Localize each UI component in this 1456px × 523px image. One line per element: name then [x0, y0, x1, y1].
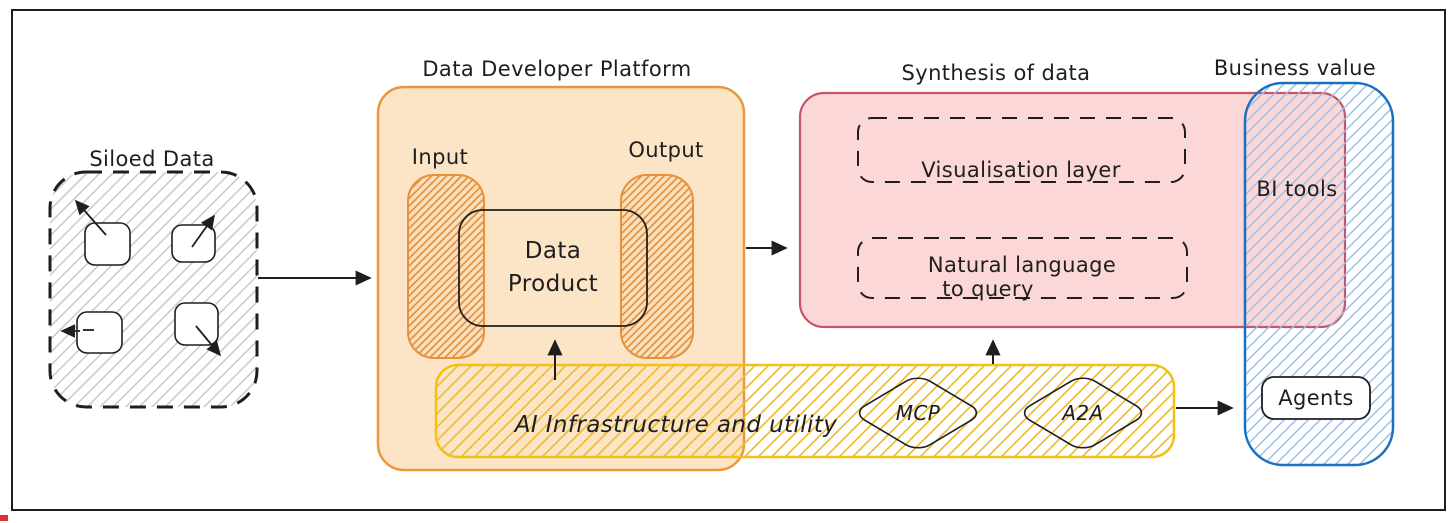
natural-language-label-line1: Natural language: [928, 253, 1116, 277]
siloed-data-title: Siloed Data: [89, 147, 214, 171]
agents-box: [1261, 376, 1371, 420]
bi-tools-label: BI tools: [1256, 177, 1337, 201]
silo-arrow-up-right: [191, 214, 215, 248]
business-value-title: Business value: [1214, 56, 1376, 80]
ai-infrastructure-label: AI Infrastructure and utility: [513, 412, 838, 438]
data-product-label-line1: Data: [525, 238, 582, 264]
connector-arrows: [258, 240, 1234, 416]
natural-language-label-line2: to query: [942, 277, 1034, 301]
natural-language-box: [857, 237, 1188, 299]
corner-mark: [0, 515, 8, 521]
output-label: Output: [628, 138, 703, 162]
siloed-data-group: Siloed Data: [48, 147, 259, 409]
business-value-container: [1243, 81, 1395, 467]
input-port: [407, 174, 485, 359]
silo-box-top-left: [84, 222, 131, 266]
silo-box-bottom-right: [174, 302, 219, 346]
a2a-diamond: [1018, 374, 1149, 452]
data-product-box: [458, 209, 648, 327]
silo-arrow-down-right: [195, 325, 222, 357]
synthesis-group: Synthesis of data Visualisation layer Na…: [798, 61, 1347, 329]
ai-infrastructure-bar: [434, 363, 1176, 459]
data-product-label-line2: Product: [508, 271, 598, 297]
input-label: Input: [412, 145, 468, 169]
silo-box-bottom-left: [76, 311, 123, 354]
synthesis-title: Synthesis of data: [902, 61, 1091, 85]
visualisation-layer-box: [857, 117, 1186, 183]
agents-label: Agents: [1278, 386, 1354, 410]
ai-infrastructure-group: AI Infrastructure and utility MCP A2A: [434, 363, 1176, 459]
a2a-label: A2A: [1060, 401, 1103, 425]
mcp-label: MCP: [896, 401, 941, 425]
output-port: [620, 174, 694, 359]
silo-arrow-up-left: [74, 199, 107, 236]
visualisation-layer-label: Visualisation layer: [921, 158, 1121, 182]
mcp-diamond: [853, 374, 984, 452]
business-value-group: Business value BI tools Agents: [1214, 56, 1395, 467]
platform-title: Data Developer Platform: [422, 57, 691, 81]
